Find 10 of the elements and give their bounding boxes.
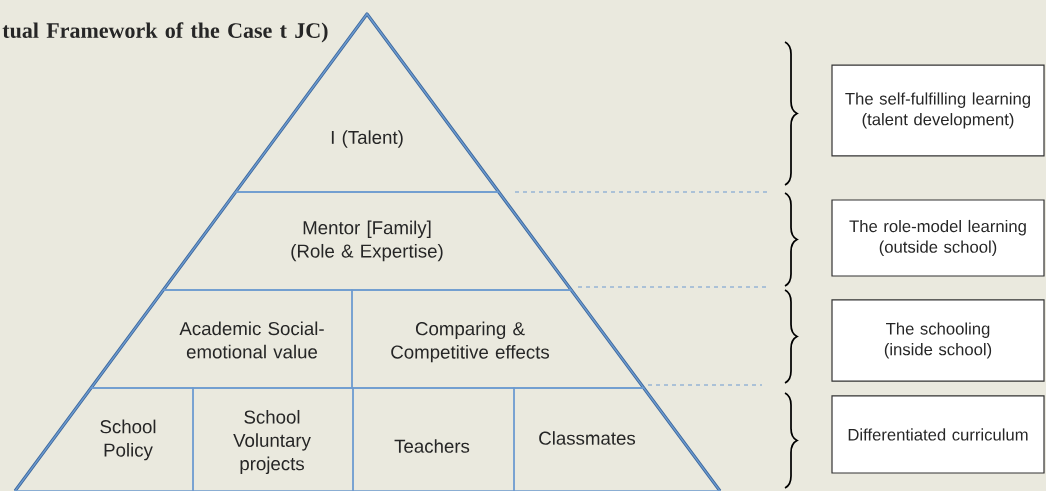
pyramid-section: Classmates [513, 387, 722, 491]
text-box: The self-fulfilling learning (talent development) [831, 64, 1045, 157]
pyramid-section: Teachers [352, 387, 515, 491]
text-box: The schooling (inside school) [831, 299, 1045, 382]
title: tual Framework of the Case t JC) [2, 22, 328, 43]
text-box: Differentiated curriculum [831, 395, 1045, 474]
text-box: The role-model learning (outside school) [831, 199, 1045, 277]
pyramid-section: Mentor [Family] (Role & Expertise) [162, 191, 573, 291]
pyramid-section: School Voluntary projects [192, 387, 354, 491]
pyramid-section: Comparing & Competitive effects [351, 289, 646, 389]
